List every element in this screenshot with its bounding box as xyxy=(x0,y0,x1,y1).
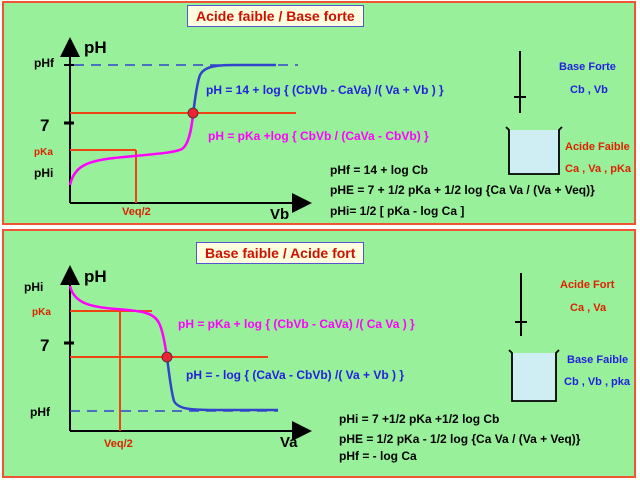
formula-phf: pHf = - log Ca xyxy=(339,449,417,463)
tick-label-veq2: Veq/2 xyxy=(122,206,151,218)
formula-after-eq: pH = 14 + log { (CbVb - CaVa) /( Va + Vb… xyxy=(206,83,444,97)
burette-icon xyxy=(515,273,527,336)
y-axis-label: pH xyxy=(84,38,107,57)
equivalence-point xyxy=(161,351,173,363)
panel-title: Base faible / Acide fort xyxy=(196,242,365,264)
formula-buffer: pH = pKa + log { (CbVb - CaVa) /( Ca Va … xyxy=(178,317,415,331)
panel-title: Acide faible / Base forte xyxy=(187,5,364,27)
tick-label-phi: pHi xyxy=(34,166,53,180)
titration-graph-acid: pH Vb pHf 7 pKa pHi Veq/2 pH = 14 + log … xyxy=(34,37,632,223)
tick-label-pka: pKa xyxy=(32,307,51,318)
titration-graph-base: pH Va pHi pKa 7 pHf Veq/2 pH = pKa + log… xyxy=(24,265,631,463)
burette-sub-label: Ca , Va xyxy=(570,302,607,314)
y-axis-label: pH xyxy=(84,267,107,286)
formula-phi: pHi= 1/2 [ pKa - log Ca ] xyxy=(330,204,464,218)
formula-phi: pHi = 7 +1/2 pKa +1/2 log Cb xyxy=(339,412,499,426)
formula-phf: pHf = 14 + log Cb xyxy=(330,163,428,177)
tick-label-phf: pHf xyxy=(34,56,55,70)
formula-buffer: pH = pKa +log { CbVb / (CaVa - CbVb) } xyxy=(208,129,429,143)
tick-label-phf: pHf xyxy=(30,405,51,419)
beaker-sub-label: Cb , Vb , pka xyxy=(564,376,631,388)
burette-label: Base Forte xyxy=(559,61,616,73)
burette-icon xyxy=(514,51,526,113)
beaker-sub-label: Ca , Va , pKa xyxy=(565,163,632,175)
tick-label-7: 7 xyxy=(40,336,49,355)
x-axis-label: Vb xyxy=(270,206,289,223)
beaker-icon xyxy=(505,126,563,175)
tick-label-phi: pHi xyxy=(24,280,43,294)
formula-phe: pHE = 7 + 1/2 pKa + 1/2 log {Ca Va / (Va… xyxy=(330,183,595,197)
beaker-label: Base Faible xyxy=(567,354,628,366)
titration-curve-acid-part xyxy=(68,114,195,186)
equivalence-point xyxy=(187,107,199,119)
panel-weak-acid-strong-base: Acide faible / Base forte xyxy=(2,1,636,225)
tick-label-pka: pKa xyxy=(34,147,53,158)
tick-label-7: 7 xyxy=(40,116,49,135)
tick-label-veq2: Veq/2 xyxy=(104,438,133,450)
formula-after-eq: pH = - log { (CaVa - CbVb) /( Va + Vb ) … xyxy=(186,368,404,382)
panel-weak-base-strong-acid: Base faible / Acide fort pH xyxy=(2,229,636,478)
burette-label: Acide Fort xyxy=(560,279,615,291)
beaker-label: Acide Faible xyxy=(565,141,630,153)
burette-sub-label: Cb , Vb xyxy=(570,84,608,96)
x-axis-label: Va xyxy=(280,434,298,451)
beaker-icon xyxy=(508,349,560,402)
titration-curve-base-part xyxy=(68,285,169,358)
formula-phe: pHE = 1/2 pKa - 1/2 log {Ca Va / (Va + V… xyxy=(339,432,581,446)
titration-curve-base-part xyxy=(191,63,276,116)
titration-curve-acid-part xyxy=(165,356,278,412)
